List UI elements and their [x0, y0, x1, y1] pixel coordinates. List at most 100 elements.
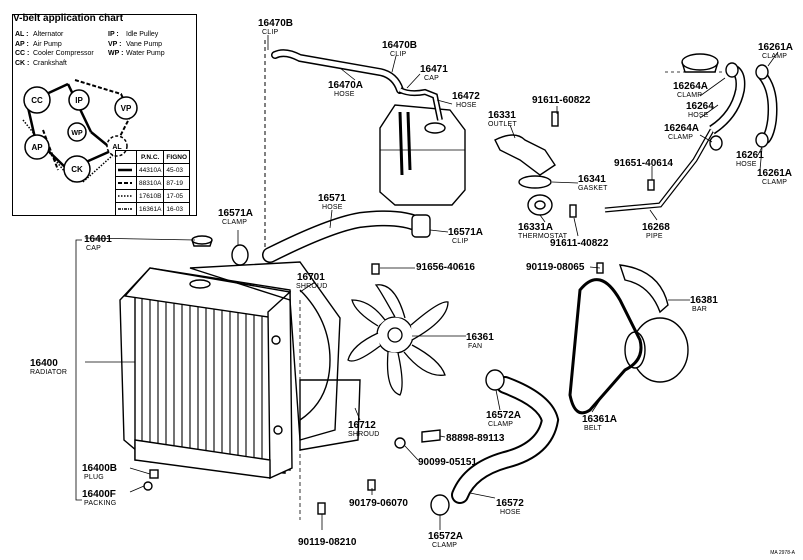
part-name-label: THERMOSTAT [518, 233, 568, 240]
belt-part-table: P.N.C. FIGNO 44310A 45-03 88310A 87-19 1… [115, 150, 191, 216]
pn-label: 16470B [258, 18, 293, 29]
part-name-label: SHROUD [296, 283, 328, 290]
bracket-88898-89113 [421, 429, 441, 443]
pulley-ap [24, 134, 50, 160]
v-belt-16361a [568, 278, 643, 415]
part-name-label: HOSE [334, 91, 355, 98]
bolt-91611-60822 [551, 111, 559, 127]
part-name-label: PIPE [646, 233, 663, 240]
lower-hose-clamp-bot [430, 494, 450, 516]
chart-title: V-belt application chart [13, 13, 124, 24]
pulley-label-ck: CK [71, 165, 83, 174]
pn-label: 16381 [690, 295, 718, 306]
pn-label: 16264A [664, 123, 699, 134]
part-name-label: GASKET [578, 185, 608, 192]
fan [347, 284, 449, 396]
chart-legend: AL : Alternator IP : Idle Pulley AP : Ai… [15, 30, 165, 68]
bolt-91611-40822 [569, 204, 577, 218]
alternator [624, 317, 689, 383]
lower-shroud [299, 379, 361, 451]
part-name-label: HOSE [500, 509, 521, 516]
part-name-label: BELT [584, 425, 602, 432]
upper-hose-clamp [231, 244, 249, 266]
bypass-pipe-inner [604, 129, 714, 212]
pn-label: 16400B [82, 463, 117, 474]
figure-reference: MA 2978-A [770, 550, 795, 556]
pulley-label-cc: CC [31, 96, 43, 105]
pn-label: 16572A [428, 531, 463, 542]
legend-abbr: WP : [108, 50, 124, 57]
pn-label: 16701 [297, 272, 325, 283]
table-cell: 16-03 [163, 202, 191, 216]
small-hose-inner [399, 88, 442, 121]
part-name-label: CAP [424, 75, 439, 82]
part-name-label: CLIP [262, 29, 278, 36]
legend-desc: Cooler Compressor [33, 50, 94, 57]
pulley-ck [63, 155, 91, 183]
pn-label: 16400 [30, 358, 58, 369]
pulley-vp [114, 96, 138, 120]
lower-radiator-hose-inner [453, 378, 558, 502]
pn-label: 16331 [488, 110, 516, 121]
bolt-91656-40616 [371, 263, 380, 275]
pn-label: 16571 [318, 193, 346, 204]
legend-row: AP : Air Pump VP : Vane Pump [15, 40, 165, 50]
legend-abbr: CC : [15, 50, 30, 57]
overflow-hose-inner [272, 50, 403, 93]
part-name-label: CLAMP [677, 92, 702, 99]
nut-90099-05151 [394, 437, 406, 449]
pn-label: 16572 [496, 498, 524, 509]
part-name-label: HOSE [322, 204, 343, 211]
legend-abbr: CK : [15, 59, 30, 67]
pulley-label-wp: WP [71, 130, 83, 137]
part-name-label: CLAMP [762, 53, 787, 60]
pn-label: 16361A [582, 414, 617, 425]
part-name-label: OUTLET [488, 121, 517, 128]
table-row: 16361A 16-03 [115, 202, 191, 216]
bolt-91651-40614 [647, 179, 655, 191]
radiator [119, 267, 291, 474]
pn-label: 16261A [758, 42, 793, 53]
pn-label: 16261A [757, 168, 792, 179]
drain-plug [149, 469, 159, 479]
lower-hose-clamp-mid [485, 369, 505, 391]
legend-desc: Crankshaft [33, 59, 67, 67]
table-row: 44310A 45-03 [115, 163, 191, 177]
pn-label: 16401 [84, 234, 112, 245]
clamp-16261a-top [755, 64, 769, 80]
left-bracket-line [75, 239, 82, 501]
upper-shroud [189, 261, 341, 441]
pn-label: 91656-40616 [416, 262, 475, 273]
line-style-cell [115, 202, 137, 216]
part-name-label: BAR [692, 306, 707, 313]
clamp-16264a-mid [709, 135, 723, 151]
pn-label: 16470A [328, 80, 363, 91]
reservoir-tank [379, 104, 466, 206]
radiator-bottom-tank [134, 439, 271, 479]
table-row: 17610B 17-05 [115, 189, 191, 203]
part-name-label: PACKING [84, 500, 116, 507]
part-name-label: CLAMP [432, 542, 457, 549]
pn-label: 16264 [686, 101, 714, 112]
pn-label: 16341 [578, 174, 606, 185]
legend-abbr: IP : [108, 31, 119, 38]
legend-row: CK : Crankshaft [15, 59, 165, 69]
part-name-label: HOSE [688, 112, 709, 119]
legend-desc: Idle Pulley [126, 31, 159, 38]
pn-label: 88898-89113 [446, 433, 505, 444]
leader-lines [84, 35, 779, 530]
part-name-label: CLAMP [488, 421, 513, 428]
part-name-label: CLIP [452, 238, 468, 245]
pn-label: 91611-60822 [532, 95, 591, 106]
pn-label: 16471 [420, 64, 448, 75]
pn-label: 16268 [642, 222, 670, 233]
pn-label: 16264A [673, 81, 708, 92]
pn-label: 16572A [486, 410, 521, 421]
legend-desc: Water Pump [126, 50, 165, 57]
pulley-label-vp: VP [121, 104, 132, 113]
pn-label: 16331A [518, 222, 553, 233]
pulley-label-ap: AP [31, 143, 43, 152]
pn-label: 16400F [82, 489, 116, 500]
pn-label: 91611-40822 [550, 238, 609, 249]
